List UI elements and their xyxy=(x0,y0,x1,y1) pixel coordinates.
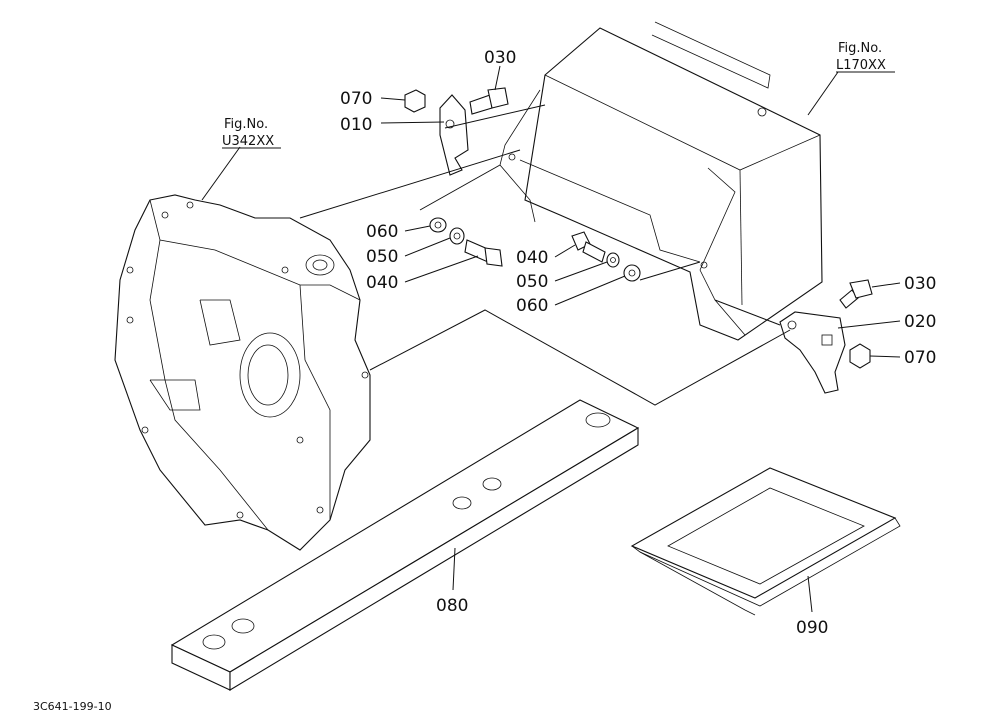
fig-ref-left: Fig.No. U342XX xyxy=(222,117,281,149)
callout-030-right: 030 xyxy=(904,274,936,294)
callout-040-mid: 040 xyxy=(516,248,548,268)
bolt-030-top xyxy=(469,87,509,115)
bolt-040-mid xyxy=(571,231,606,263)
washer-050-mid xyxy=(606,252,620,268)
fig-ref-right-code: L170XX xyxy=(836,58,886,73)
bracket-010 xyxy=(439,94,469,176)
callout-090: 090 xyxy=(796,618,828,638)
bolt-040-left xyxy=(464,239,503,267)
washer-060-mid xyxy=(623,264,641,282)
callout-060-left: 060 xyxy=(366,222,398,242)
fig-ref-left-title: Fig.No. xyxy=(224,117,268,132)
fig-ref-right-title: Fig.No. xyxy=(838,41,882,56)
nut-070-top xyxy=(404,89,426,113)
bolt-030-right xyxy=(839,279,873,309)
assembly-lines xyxy=(299,104,791,406)
callout-070-top: 070 xyxy=(340,89,372,109)
callout-060-mid: 060 xyxy=(516,296,548,316)
washer-060-left xyxy=(429,217,447,233)
drawbar-080 xyxy=(170,399,640,691)
callout-020: 020 xyxy=(904,312,936,332)
callout-040-left: 040 xyxy=(366,273,398,293)
callout-080: 080 xyxy=(436,596,468,616)
leader-lines xyxy=(201,65,901,613)
nut-070-right xyxy=(849,343,871,369)
transmission-cover xyxy=(499,21,823,341)
callout-030-top: 030 xyxy=(484,48,516,68)
callout-050-mid: 050 xyxy=(516,272,548,292)
drawing-code: 3C641-199-10 xyxy=(33,700,112,713)
washer-050-left xyxy=(449,227,465,245)
fig-ref-left-code: U342XX xyxy=(222,134,274,149)
callout-070-right: 070 xyxy=(904,348,936,368)
callout-010: 010 xyxy=(340,115,372,135)
fig-ref-right: Fig.No. L170XX xyxy=(836,41,895,73)
housing-casting xyxy=(114,194,371,551)
bracket-020 xyxy=(779,311,846,394)
manual-090 xyxy=(630,467,901,616)
callout-050-left: 050 xyxy=(366,247,398,267)
